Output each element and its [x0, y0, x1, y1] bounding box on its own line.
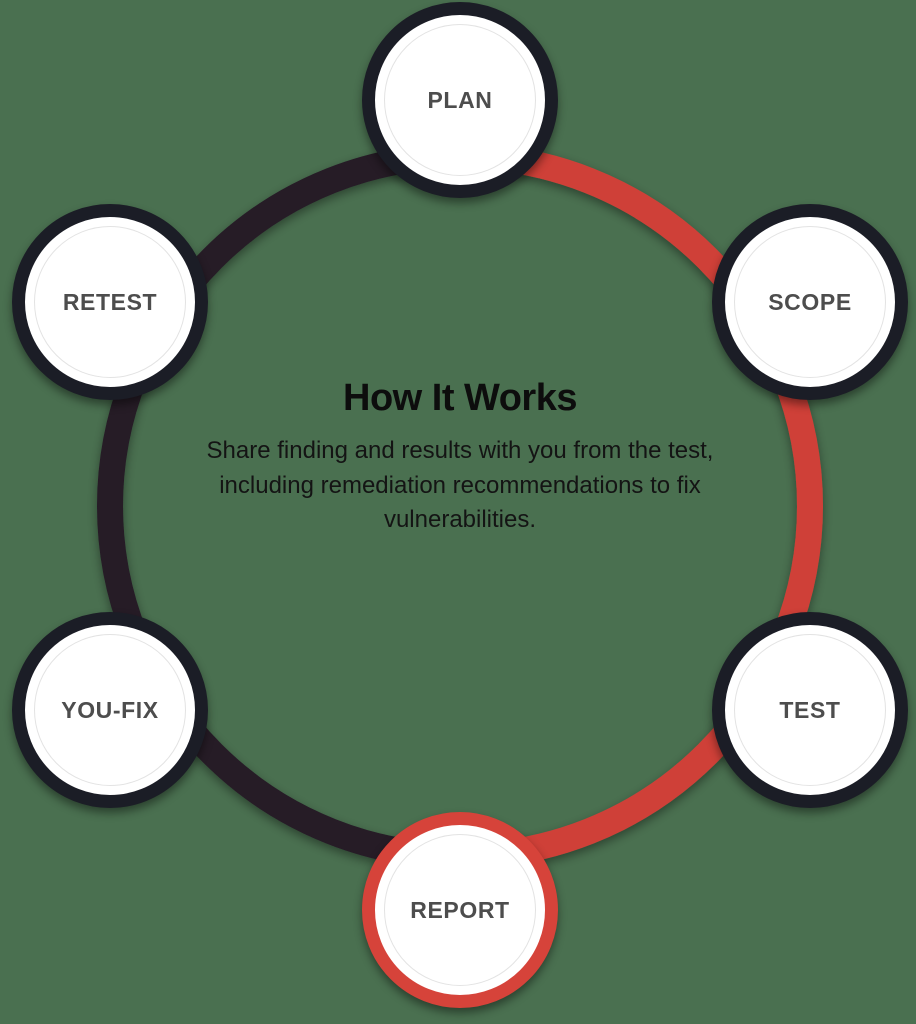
arc-completed-segment	[459, 143, 823, 869]
cycle-node-scope-label: SCOPE	[768, 288, 852, 315]
cycle-node-plan-label: PLAN	[427, 86, 493, 113]
cycle-node-test[interactable]: TEST	[712, 612, 908, 808]
cycle-node-you-fix-label: YOU-FIX	[61, 696, 159, 723]
cycle-node-test-label: TEST	[779, 696, 841, 723]
cycle-node-plan[interactable]: PLAN	[362, 2, 558, 198]
cycle-node-report[interactable]: REPORT	[362, 812, 558, 1008]
cycle-node-retest-label: RETEST	[62, 288, 158, 315]
cycle-node-retest[interactable]: RETEST	[12, 204, 208, 400]
cycle-node-you-fix[interactable]: YOU-FIX	[12, 612, 208, 808]
cycle-node-report-label: REPORT	[410, 896, 510, 923]
arc-pending-segment	[97, 143, 461, 869]
cycle-node-scope[interactable]: SCOPE	[712, 204, 908, 400]
